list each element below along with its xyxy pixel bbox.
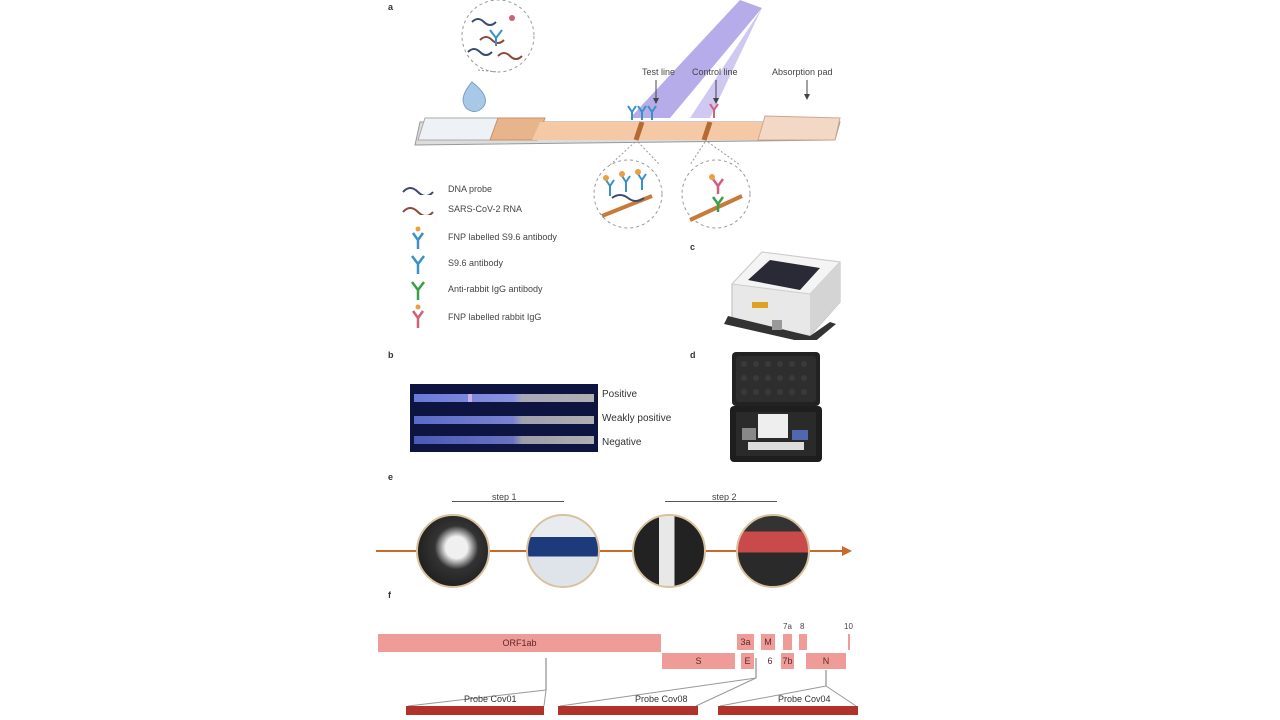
panel-label-f: f: [388, 590, 391, 600]
reader-device-image: [724, 251, 842, 340]
step2-bracket: [665, 501, 777, 502]
lateral-flow-diagram: [414, 0, 841, 229]
result-strips-image: [410, 384, 598, 452]
probe-label-cov04: Probe Cov04: [778, 694, 831, 704]
gene-s: S: [662, 653, 735, 669]
probe-label-cov01: Probe Cov01: [464, 694, 517, 704]
step1-bracket: [452, 501, 564, 502]
legend-item: FNP labelled S9.6 antibody: [402, 226, 602, 250]
probe-label-cov08: Probe Cov08: [635, 694, 688, 704]
result-label-negative: Negative: [602, 437, 642, 448]
sample-droplet: [462, 81, 486, 112]
gene-10: [848, 634, 850, 650]
gene-8: [799, 634, 807, 650]
zoom-circle-control: [681, 159, 751, 229]
gene-3a: 3a: [737, 634, 754, 650]
sample-pad: [417, 117, 501, 141]
result-label-positive: Positive: [602, 389, 638, 400]
gene-m: M: [761, 634, 775, 650]
step2-label: step 2: [712, 492, 737, 502]
panel-label-b: b: [388, 350, 394, 360]
panel-label-d: d: [690, 350, 696, 360]
probe-bar-cov01: [406, 706, 544, 715]
gene-orf1ab: ORF1ab: [378, 634, 661, 652]
panel-label-e: e: [388, 472, 394, 482]
test-line-label: Test line: [642, 67, 676, 77]
negative-strip: [414, 436, 594, 444]
control-line-label: Control line: [692, 67, 738, 77]
zoom-circle-test: [593, 159, 663, 229]
probe-connector-lines: [407, 658, 857, 707]
step1-label: step 1: [492, 492, 517, 502]
gene-7a-label: 7a: [783, 622, 792, 631]
gene-n: N: [806, 653, 846, 669]
antibody-labelled-icon: [411, 226, 425, 249]
gene-7b: 7b: [781, 653, 794, 669]
control-line-mark: [701, 121, 713, 141]
test-strip-photo: [632, 514, 706, 588]
wave-icon: [402, 187, 434, 195]
positive-strip: [414, 394, 594, 402]
nitrocellulose-membrane: [532, 122, 770, 140]
reader-result-photo: [736, 514, 810, 588]
gene-7a: [783, 634, 792, 650]
absorption-pad-shape: [757, 115, 841, 141]
light-beam: [630, 0, 762, 118]
legend-item: DNA probe: [402, 182, 602, 202]
result-label-weakly-positive: Weakly positive: [602, 413, 672, 424]
panel-label-c: c: [690, 242, 696, 252]
legend-item: S9.6 antibody: [402, 254, 602, 276]
absorption-pad-label: Absorption pad: [772, 67, 833, 77]
panel-label-a: a: [388, 2, 394, 12]
wave-icon: [402, 207, 434, 215]
heating-block-photo: [526, 514, 600, 588]
antibody-icon: [411, 281, 425, 300]
gene-10-label: 10: [844, 622, 853, 631]
probe-bar-cov04: [718, 706, 858, 715]
gene-8-label: 8: [800, 622, 805, 631]
antibody-labelled-icon: [411, 304, 425, 328]
legend-item: FNP labelled rabbit IgG: [402, 304, 602, 330]
portable-case-image: [730, 352, 822, 462]
legend-item: Anti-rabbit IgG antibody: [402, 280, 602, 302]
test-line-mark: [633, 121, 645, 141]
antibody-icon: [411, 255, 425, 274]
swab-sample-photo: [416, 514, 490, 588]
legend-item: SARS-CoV-2 RNA: [402, 202, 602, 222]
probe-bar-cov08: [558, 706, 698, 715]
weakly-positive-strip: [414, 416, 594, 424]
gene-6: 6: [767, 656, 773, 666]
gene-e: E: [741, 653, 754, 669]
